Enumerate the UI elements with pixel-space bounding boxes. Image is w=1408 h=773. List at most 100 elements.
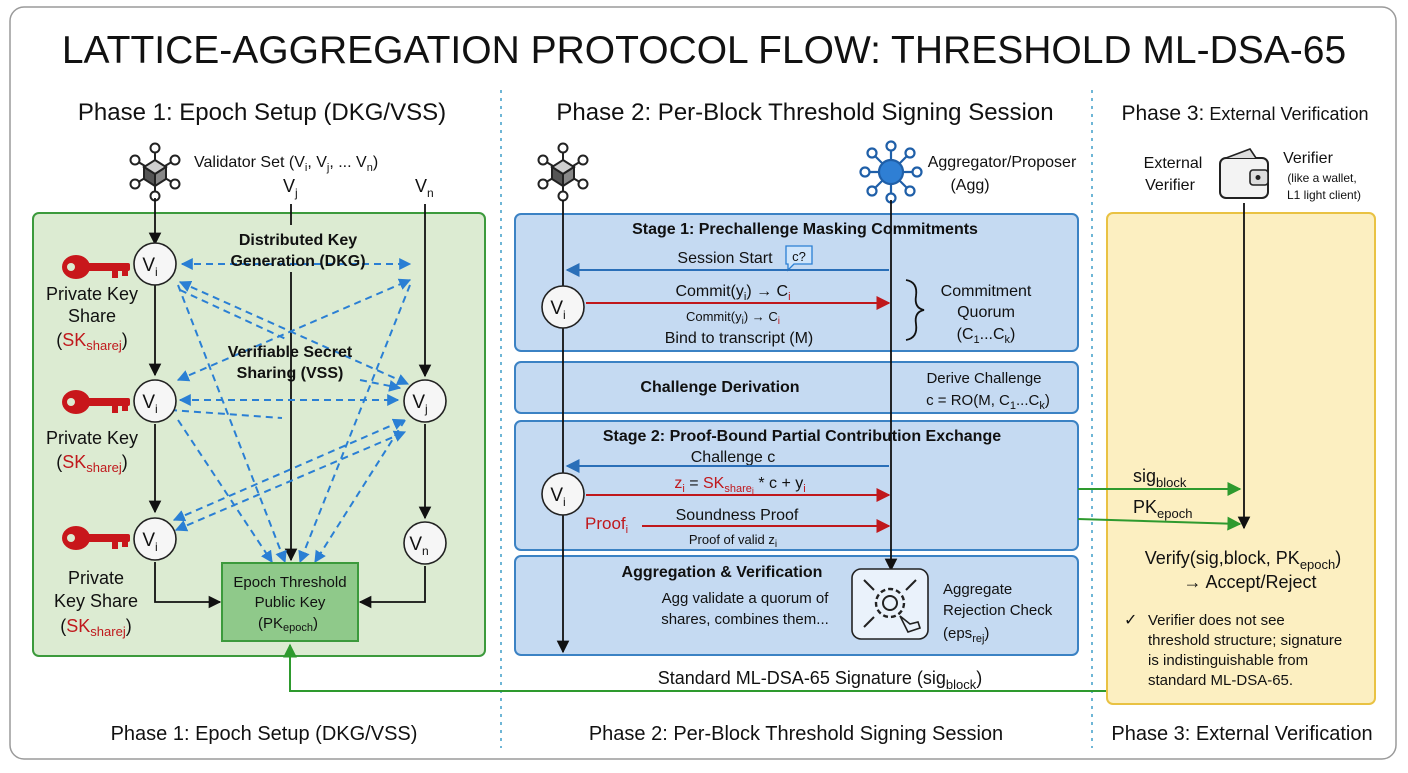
key3-sk: (SKsharej) [60, 616, 131, 639]
verifier-title: Verifier [1283, 150, 1333, 167]
pk-label-1: Epoch Threshold [233, 574, 346, 591]
proof-label: Proofi [585, 514, 628, 536]
validator-set-icon [537, 142, 589, 202]
signature-feedback-arrow [283, 643, 1106, 692]
quorum-label-2: Quorum [957, 304, 1015, 321]
vss-label-1: Verifiable Secret [228, 344, 353, 361]
phase1-footer: Phase 1: Epoch Setup (DKG/VSS) [111, 723, 418, 745]
verifier-desc-2: L1 light client) [1287, 188, 1361, 202]
pk-label-3: (PKepoch) [258, 615, 318, 634]
private-key-icon [62, 526, 130, 550]
stage2-box [514, 420, 1079, 551]
flow-line [154, 562, 222, 609]
note-line-3: is indistinguishable from [1148, 652, 1308, 669]
node-vi-1: Vi [133, 242, 177, 286]
quorum-label-3: (C1...Ck) [957, 326, 1016, 346]
derive-label-2: c = RO(M, C1...Ck) [926, 392, 1050, 412]
key2-sk: (SKsharej) [56, 452, 127, 475]
session-start-label: Session Start [677, 250, 773, 267]
pk-epoch-label: PKepoch [1133, 497, 1192, 521]
dkg-label-2: Generation (DKG) [230, 253, 365, 270]
node-vi-stage1: Vi [541, 285, 585, 329]
flow-line [358, 566, 426, 609]
node-vi-stage2: Vi [541, 472, 585, 516]
commit-label: Commit(yi) → Ci [675, 283, 790, 303]
key2-label-1: Private Key [46, 428, 138, 448]
phase3-footer: Phase 3: External Verification [1111, 723, 1372, 745]
svg-text:Vi: Vi [142, 255, 157, 279]
private-key-icon [62, 390, 130, 414]
stage1-box [514, 213, 1079, 352]
node-vn: Vn [403, 521, 447, 565]
key3-label-2: Key Share [54, 591, 138, 611]
rejection-check-3: (epsrej) [943, 625, 989, 645]
aggregation-box [514, 555, 1079, 656]
quorum-brace [905, 279, 925, 341]
phase2-heading: Phase 2: Per-Block Threshold Signing Ses… [556, 99, 1053, 126]
node-vi-3: Vi [133, 517, 177, 561]
challenge-title: Challenge Derivation [640, 379, 799, 396]
bind-label: Bind to transcript (M) [665, 330, 813, 347]
phase3-heading: Phase 3: External Verification [1122, 102, 1369, 125]
svg-text:Vi: Vi [142, 392, 157, 416]
aggregation-desc-1: Agg validate a quorum of [662, 590, 830, 607]
verifier-desc-1: (like a wallet, [1287, 171, 1356, 185]
note-line-2: threshold structure; signature [1148, 632, 1342, 649]
private-key-icon [62, 255, 130, 279]
page-title: LATTICE-AGGREGATION PROTOCOL FLOW: THRES… [62, 29, 1346, 72]
node-vi-2: Vi [133, 379, 177, 423]
stage2-title: Stage 2: Proof-Bound Partial Contributio… [603, 428, 1001, 445]
aggregator-label-2: (Agg) [950, 177, 989, 194]
validator-set-label: Validator Set (Vi, Vj, ... Vn) [194, 154, 378, 174]
svg-text:c?: c? [792, 249, 806, 264]
proof-valid-label: Proof of valid zi [689, 532, 777, 550]
pk-label-2: Public Key [255, 594, 326, 611]
pk-epoch-arrow [1077, 516, 1242, 531]
dkg-vss-arrows [169, 258, 412, 564]
key1-sk: (SKsharej) [56, 330, 127, 353]
aggregator-label-1: Aggregator/Proposer [928, 154, 1077, 171]
phase1-heading: Phase 1: Epoch Setup (DKG/VSS) [78, 99, 446, 126]
svg-text:Vn: Vn [409, 534, 428, 558]
quorum-label-1: Commitment [941, 283, 1032, 300]
rejection-check-2: Rejection Check [943, 602, 1053, 619]
derive-label-1: Derive Challenge [926, 370, 1041, 387]
vss-label-2: Sharing (VSS) [237, 365, 344, 382]
phase2-footer: Phase 2: Per-Block Threshold Signing Ses… [589, 723, 1003, 745]
commit-small-label: Commit(yi) → Ci [686, 309, 780, 327]
epoch-public-key-box [221, 562, 359, 642]
svg-text:Vi: Vi [550, 485, 565, 509]
wallet-icon [1219, 148, 1269, 199]
challenge-badge: c? [785, 245, 813, 272]
standard-signature-label: Standard ML-DSA-65 Signature (sigblock) [658, 668, 983, 692]
note-line-1: Verifier does not see [1148, 612, 1285, 629]
z-formula: zi = SKsharei * c + yi [674, 475, 805, 496]
svg-text:Vi: Vi [142, 530, 157, 554]
external-verifier-1: External [1144, 155, 1203, 172]
soundness-label: Soundness Proof [676, 507, 799, 524]
dkg-label-1: Distributed Key [239, 232, 357, 249]
verify-formula: Verify(sig,block, PKepoch) [1145, 548, 1341, 572]
external-verifier-2: Verifier [1145, 177, 1195, 194]
check-icon: ✓ [1124, 612, 1137, 629]
svg-text:Vj: Vj [412, 392, 427, 416]
accept-reject: → Accept/Reject [1183, 572, 1316, 592]
column-vj-label: Vj [283, 176, 298, 200]
aggregation-desc-2: shares, combines them... [661, 611, 829, 628]
rejection-check-1: Aggregate [943, 581, 1012, 598]
aggregator-icon [859, 140, 923, 204]
aggregate-gear-icon [851, 568, 929, 640]
key3-label-1: Private [68, 568, 124, 588]
note-line-4: standard ML-DSA-65. [1148, 672, 1293, 689]
challenge-box [514, 361, 1079, 414]
aggregation-title: Aggregation & Verification [622, 564, 823, 581]
node-vj: Vj [403, 379, 447, 423]
validator-set-icon [129, 142, 181, 202]
phase3-panel [1106, 212, 1376, 705]
key1-label-2: Share [68, 306, 116, 326]
svg-text:Vi: Vi [550, 298, 565, 322]
challenge-c-label: Challenge c [691, 449, 776, 466]
stage1-title: Stage 1: Prechallenge Masking Commitment… [632, 221, 978, 238]
key1-label-1: Private Key [46, 284, 138, 304]
